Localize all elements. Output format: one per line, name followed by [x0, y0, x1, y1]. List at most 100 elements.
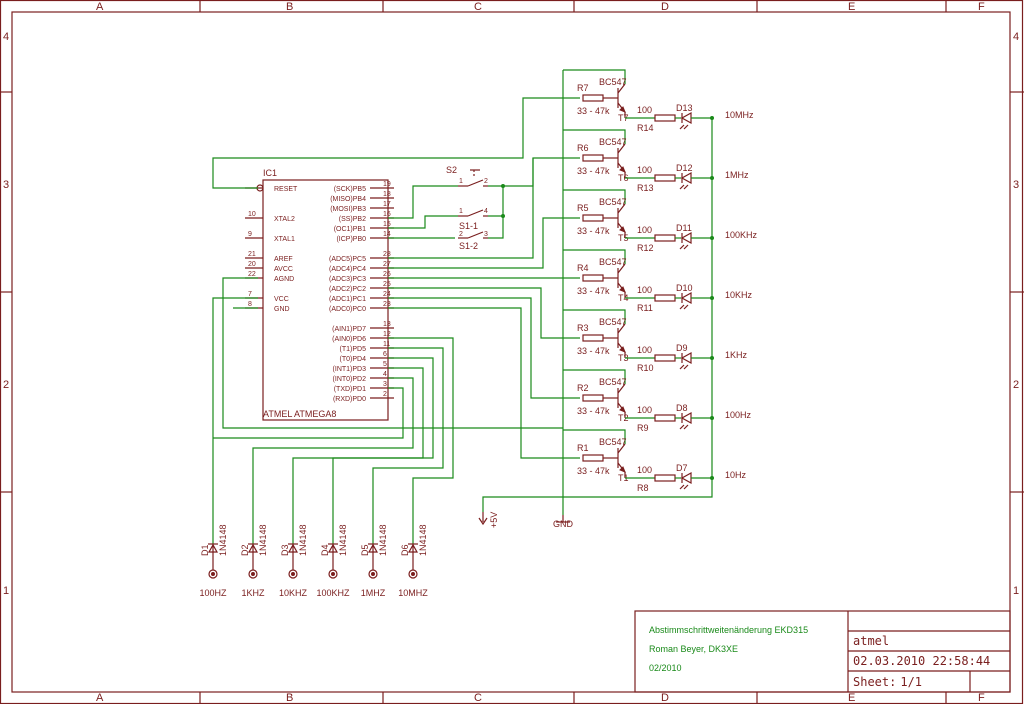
ic-name: ATMEL ATMEGA8 [263, 409, 336, 419]
switch-s1-1-ref: S1-1 [459, 221, 478, 231]
frequency-label: 1KHz [725, 350, 748, 360]
led-ref: D12 [676, 163, 693, 173]
diode-output-label: 1KHZ [241, 588, 265, 598]
switch-s1-2: 2 3 S1-2 [458, 231, 488, 251]
frequency-label: 100Hz [725, 410, 752, 420]
sheet-label: Sheet: [853, 675, 896, 689]
column-label-top: F [978, 1, 985, 13]
switch-s2-ref: S2 [446, 165, 457, 175]
load-resistor-ref: R10 [637, 363, 654, 373]
ic-left-pin-number: 21 [248, 251, 256, 258]
diode-ref: D3 [280, 544, 290, 556]
ic-right-pin-name: (ADC3)PC3 [329, 276, 366, 283]
column-label-bottom: E [848, 692, 855, 704]
transistor-ref: T6 [618, 173, 629, 183]
column-label-bottom: D [661, 692, 669, 704]
column-label-bottom: F [978, 692, 985, 704]
title-block-date: 02/2010 [649, 663, 682, 673]
diode-type: 1N4148 [338, 524, 348, 556]
title-block-title: Abstimmschrittweitenänderung EKD315 [649, 625, 808, 635]
sheet-value: 1/1 [900, 675, 922, 689]
ic-right-pin-name: (ADC0)PC0 [329, 306, 366, 313]
wiring [212, 69, 713, 545]
ic-right-pin-number: 14 [383, 231, 391, 238]
base-resistor-ref: R1 [577, 443, 589, 453]
led-ref: D11 [676, 223, 692, 233]
ic-left-pin-name: XTAL1 [274, 236, 295, 243]
title-block: Abstimmschrittweitenänderung EKD315 Roma… [634, 610, 1011, 693]
ic-ref: IC1 [263, 168, 277, 178]
led-ref: D8 [676, 403, 688, 413]
base-resistor-ref: R6 [577, 143, 589, 153]
load-resistor-value: 100 [637, 405, 652, 415]
ic-left-pin-name: AREF [274, 256, 293, 263]
frequency-label: 10KHz [725, 290, 753, 300]
frequency-label: 10Hz [725, 470, 747, 480]
diode-ref: D2 [240, 544, 250, 556]
transistor-type: BC547 [599, 77, 627, 87]
ic-right-pin-name: (SCK)PB5 [334, 186, 366, 193]
frequency-label: 10MHz [725, 110, 754, 120]
ic-right-pin-name: (INT0)PD2 [333, 376, 367, 383]
load-resistor-value: 100 [637, 105, 652, 115]
ic-right-pin-name: (T0)PD4 [340, 356, 367, 363]
diode-type: 1N4148 [258, 524, 268, 556]
ic-right-pin-number: 11 [383, 341, 390, 348]
base-resistor-value: 33 - 47k [577, 466, 610, 476]
base-resistor-value: 33 - 47k [577, 286, 610, 296]
frequency-label: 1MHz [725, 170, 749, 180]
ic-right-pin-number: 3 [383, 381, 387, 388]
base-resistor-ref: R2 [577, 383, 589, 393]
ic-right-pin-number: 15 [383, 221, 391, 228]
ic-left-pin-number: 9 [248, 231, 252, 238]
column-label-bottom: B [286, 692, 293, 704]
ic-right-pin-name: (TXD)PD1 [334, 386, 366, 393]
transistor-type: BC547 [599, 437, 627, 447]
ic-right-pin-number: 17 [383, 201, 391, 208]
diode-output-label: 100KHZ [316, 588, 350, 598]
title-block-project: atmel [853, 634, 889, 648]
ic-right-pin-number: 25 [383, 281, 391, 288]
gnd-symbol: GND [553, 515, 574, 529]
column-label-top: C [474, 1, 482, 13]
switch-s1-1-pin2: 4 [484, 208, 488, 215]
switch-s2-pin2: 2 [484, 178, 488, 185]
ic-right-pin-number: 6 [383, 351, 387, 358]
load-resistor-value: 100 [637, 345, 652, 355]
row-label-right: 4 [1013, 31, 1019, 43]
ic-right-pin-name: (AIN0)PD6 [332, 336, 366, 343]
base-resistor-value: 33 - 47k [577, 406, 610, 416]
ic-right-pin-number: 18 [383, 191, 391, 198]
transistor-ref: T4 [618, 293, 629, 303]
diode-type: 1N4148 [218, 524, 228, 556]
row-label-right: 2 [1013, 379, 1019, 391]
transistor-ref: T1 [618, 473, 629, 483]
column-label-top: D [661, 1, 669, 13]
column-label-bottom: A [96, 692, 104, 704]
diode-output-label: 10KHZ [279, 588, 308, 598]
diode-type: 1N4148 [298, 524, 308, 556]
transistor-ref: T3 [618, 353, 629, 363]
load-resistor-ref: R13 [637, 183, 654, 193]
ic-left-pin-number: 7 [248, 291, 252, 298]
column-label-bottom: C [474, 692, 482, 704]
diode-output-label: 10MHZ [398, 588, 428, 598]
load-resistor-value: 100 [637, 165, 652, 175]
ic-right-pin-number: 26 [383, 271, 391, 278]
title-block-author: Roman Beyer, DK3XE [649, 644, 738, 654]
column-label-top: B [286, 1, 293, 13]
ic-left-pin-name: GND [274, 306, 290, 313]
ic-left-pin-number: 8 [248, 301, 252, 308]
ic-left-pin-name: AVCC [274, 266, 293, 273]
row-label-left: 3 [3, 179, 9, 191]
ic-right-pin-number: 27 [383, 261, 391, 268]
transistor-ref: T2 [618, 413, 629, 423]
row-label-left: 1 [3, 585, 9, 597]
